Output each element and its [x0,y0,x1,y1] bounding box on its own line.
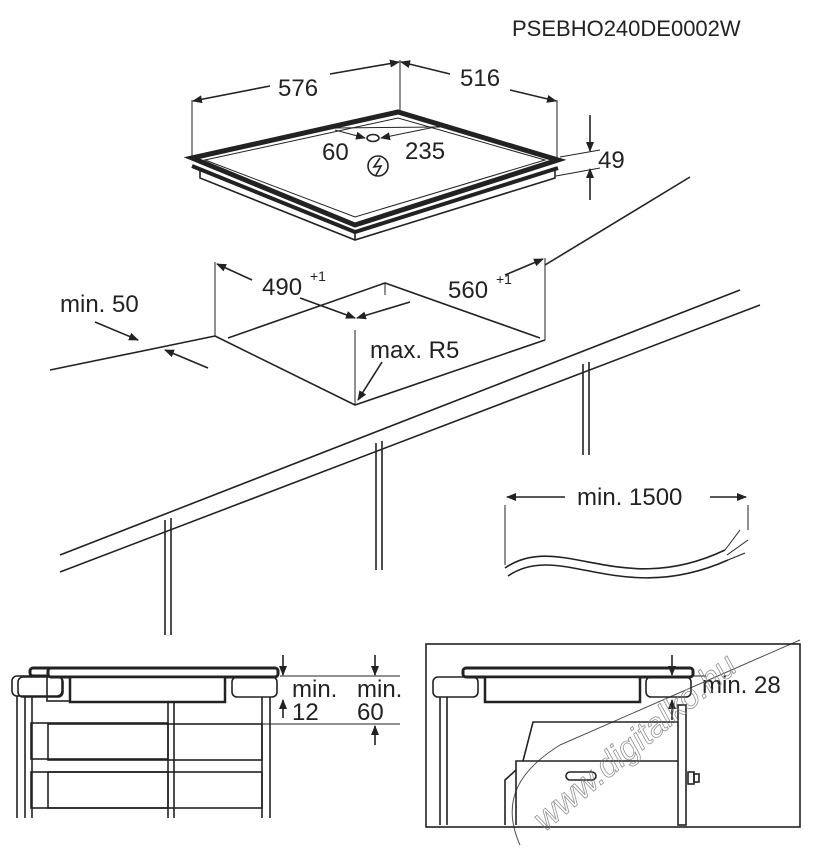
hob-width: 576 [278,75,318,102]
cutout-depth-tolerance: +1 [310,268,326,284]
drawer-installation-frame: min. 12 min. 60 [17,655,402,818]
connection-offset-left: 60 [322,139,349,166]
oven-installation: min. 28 [425,643,801,828]
hob-height: 49 [598,147,625,174]
cutout-depth: 490 [262,274,302,301]
cutout-width: 560 [448,277,488,304]
cutout-drawing: 490 +1 560 +1 min. 50 max. R5 [60,258,546,406]
min-label-1: min. [292,676,337,703]
min-label-2: min. [357,676,402,703]
countertop [49,176,761,635]
min-value-60: 60 [357,699,384,726]
model-code: PSEBHO240DE0002W [512,16,741,41]
connection-offset-right: 235 [405,138,445,165]
hob-depth: 516 [460,65,500,92]
cable-min-length: min. 1500 [577,484,682,511]
cutout-width-tolerance: +1 [496,271,512,287]
min-value-12: 12 [292,699,319,726]
oven-min-gap: min. 28 [702,672,781,699]
min-front-distance: min. 50 [60,291,139,318]
cable-drawing: min. 1500 [504,484,749,579]
lightning-icon [367,155,389,177]
hob-drawing: 60 235 [183,109,567,241]
max-radius: max. R5 [370,337,459,364]
hob-dimensions: 576 516 49 [191,59,625,200]
